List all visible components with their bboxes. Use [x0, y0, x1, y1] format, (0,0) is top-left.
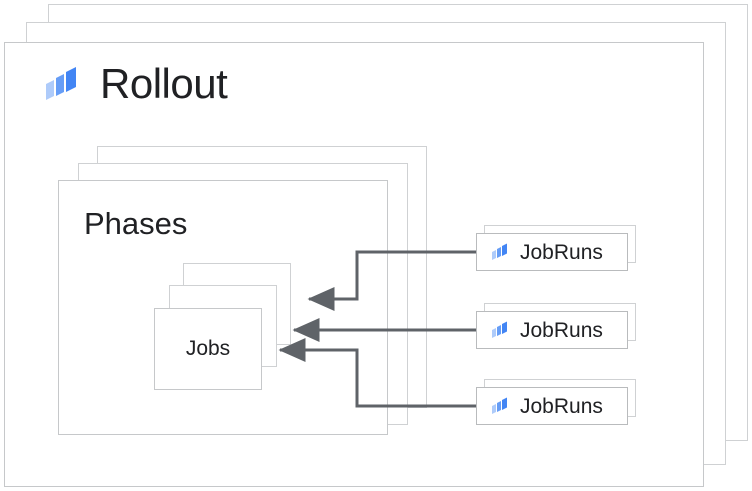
jobrun-2-logo-icon [489, 319, 511, 341]
jobrun-card-3[interactable]: JobRuns [476, 387, 628, 425]
page-title: Rollout [100, 60, 228, 107]
jobrun-1-label: JobRuns [520, 240, 603, 264]
jobrun-card-2[interactable]: JobRuns [476, 311, 628, 349]
jobrun-card-1[interactable]: JobRuns [476, 233, 628, 271]
jobs-label: Jobs [185, 337, 231, 360]
jobrun-1-logo-icon [489, 241, 511, 263]
rollout-logo-icon [40, 62, 84, 106]
jobrun-3-label: JobRuns [520, 394, 603, 418]
jobrun-2-label: JobRuns [520, 318, 603, 342]
jobs-card-front [154, 308, 262, 390]
jobrun-3-logo-icon [489, 395, 511, 417]
phases-label: Phases [84, 206, 188, 241]
rollout-title-row: Rollout [40, 60, 228, 107]
